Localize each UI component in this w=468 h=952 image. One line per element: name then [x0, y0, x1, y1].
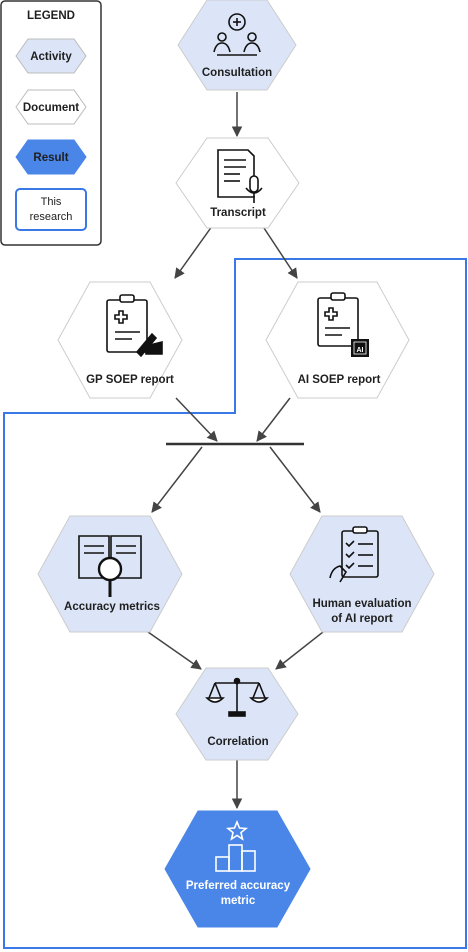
legend-document-label: Document	[23, 102, 79, 114]
human-eval-label-line2: of AI report	[331, 613, 393, 625]
ai-clipboard-icon	[317, 292, 359, 347]
preferred-metric-label-line2: metric	[221, 895, 256, 907]
legend-research-line1: This	[41, 196, 62, 208]
legend-document-shape	[15, 89, 87, 125]
correlation-node: Correlation	[175, 667, 299, 761]
legend-research-shape	[15, 188, 87, 231]
legend: LEGEND Activity Document Result This res…	[0, 0, 102, 246]
legend-result-shape	[15, 139, 87, 175]
connectors	[147, 92, 324, 810]
ai-report-label: AI SOEP report	[298, 374, 381, 386]
gp-report-node: GP SOEP report	[57, 281, 183, 399]
ai-chip-label: AI	[357, 347, 364, 354]
ai-chip-icon: AI	[351, 339, 369, 357]
legend-result-label: Result	[33, 152, 68, 164]
transcript-node: Transcript	[175, 137, 300, 229]
checklist-icon	[329, 526, 379, 583]
ai-report-node: AI AI SOEP report	[265, 281, 410, 399]
legend-research-line2: research	[30, 211, 73, 223]
gp-clipboard-icon	[106, 294, 163, 358]
human-eval-node: Human evaluation of AI report	[289, 515, 435, 633]
legend-title: LEGEND	[27, 10, 75, 22]
preferred-metric-label-line1: Preferred accuracy	[186, 880, 291, 892]
human-eval-label-line1: Human evaluation	[312, 598, 411, 610]
consultation-label: Consultation	[202, 67, 272, 79]
legend-activity-shape	[15, 38, 87, 74]
legend-activity-label: Activity	[30, 51, 72, 63]
consultation-node: Consultation	[177, 0, 297, 91]
transcript-icon	[217, 149, 263, 203]
consultation-icon	[213, 13, 261, 56]
accuracy-metrics-label: Accuracy metrics	[64, 601, 160, 613]
correlation-label: Correlation	[207, 736, 268, 748]
preferred-metric-node: Preferred accuracy metric	[164, 810, 311, 928]
transcript-label: Transcript	[210, 207, 266, 219]
accuracy-metrics-node: Accuracy metrics	[37, 515, 183, 633]
star-bar-chart-icon	[215, 819, 256, 872]
gp-report-label: GP SOEP report	[86, 374, 174, 386]
scales-icon	[205, 677, 269, 717]
research-boundary	[3, 258, 467, 949]
book-magnifier-icon	[78, 535, 142, 597]
